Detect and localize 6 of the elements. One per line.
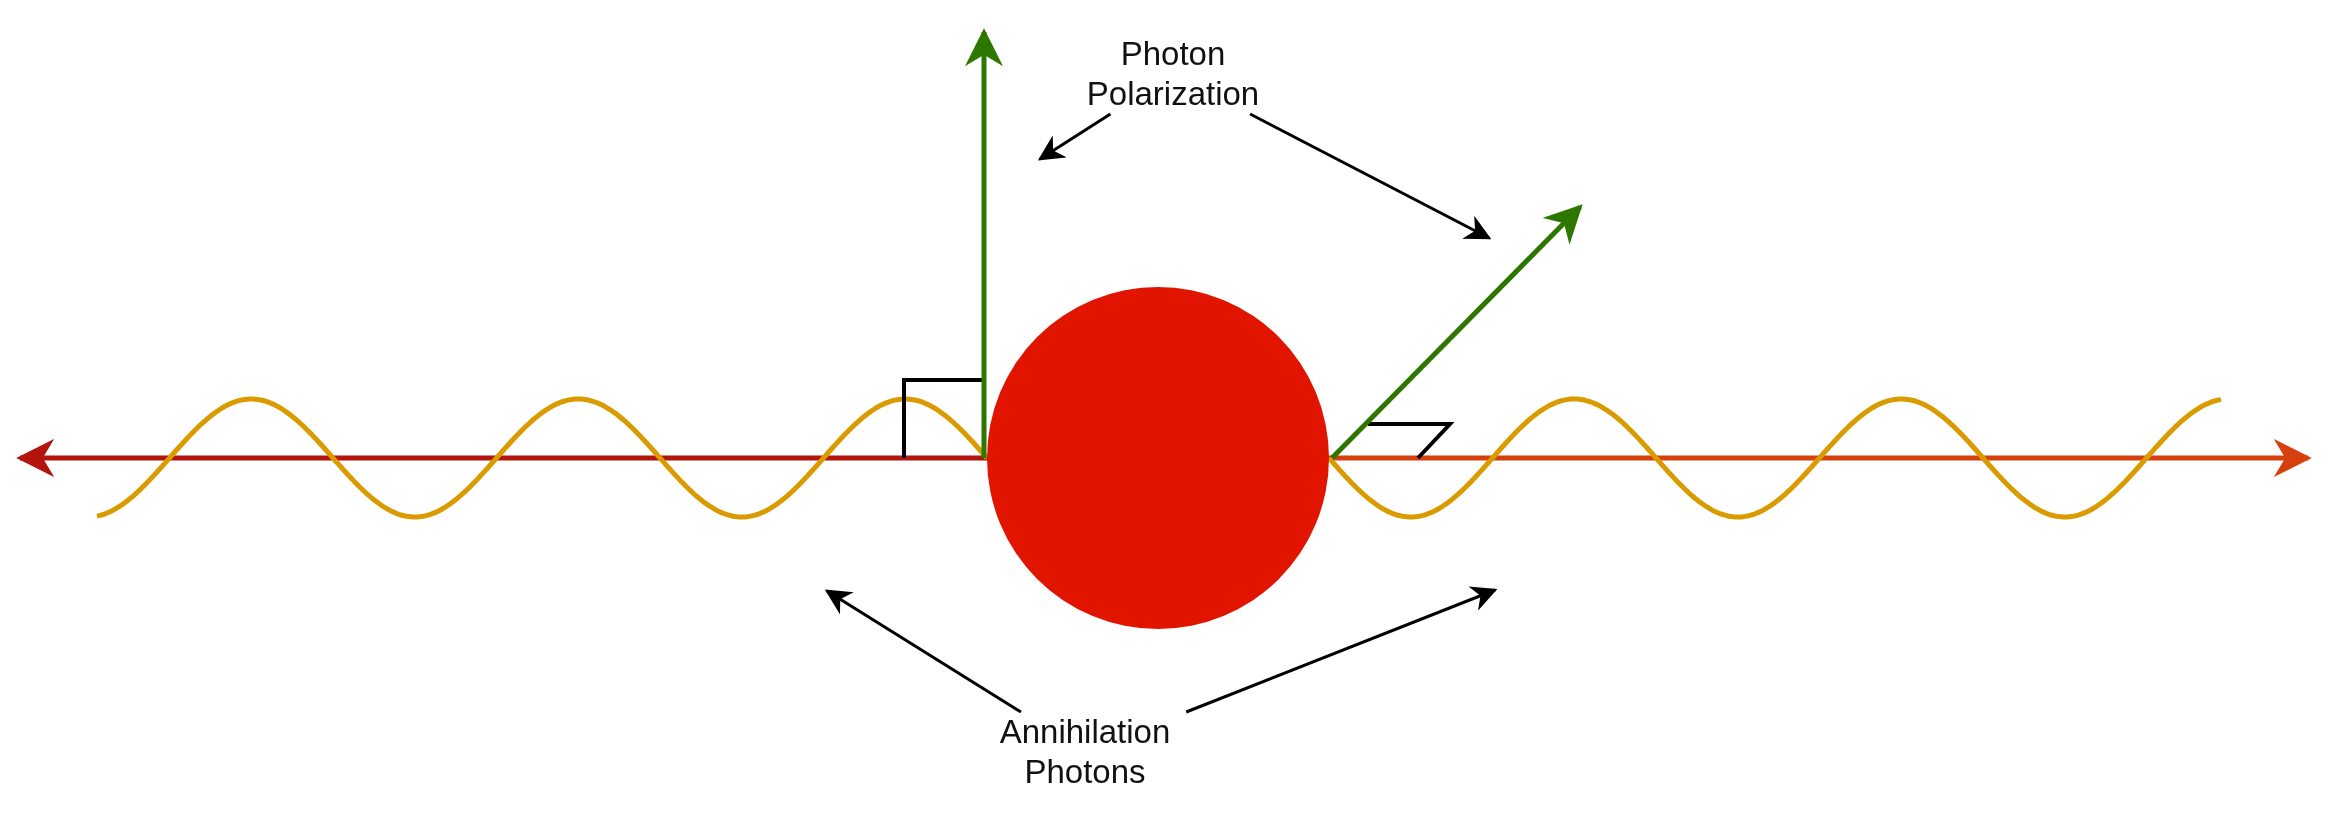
leader-arrow [1249,112,1492,240]
leader-arrow [1037,112,1112,161]
callout-text: Annihilation Photons [970,712,1200,792]
leader-arrow [824,589,1022,714]
leader-arrow [1185,586,1498,714]
callout-text: Photon Polarization [1060,34,1286,114]
